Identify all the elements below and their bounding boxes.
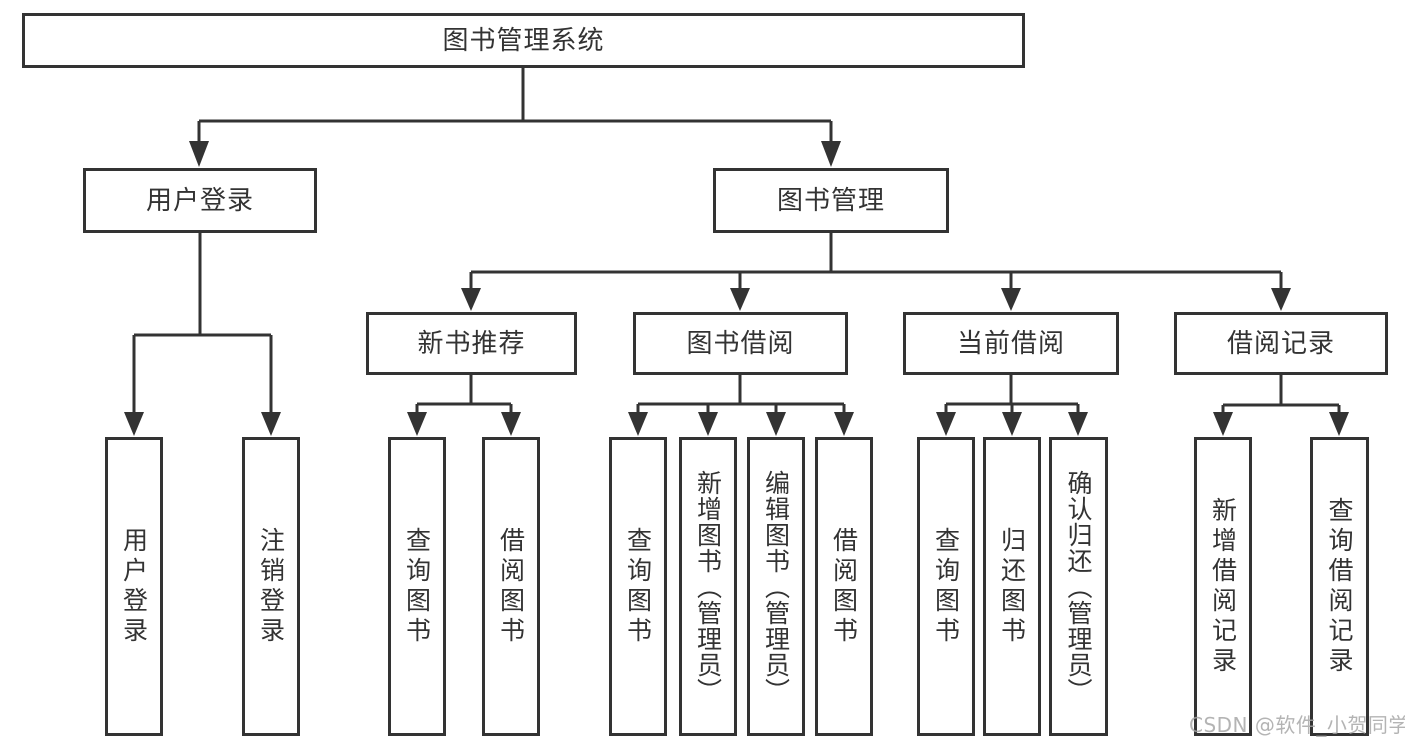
arrowheads-group [124, 141, 1349, 436]
node-new-book-recommend: 新书推荐 [366, 312, 577, 375]
node-book-management: 图书管理 [713, 168, 949, 233]
leaf-add-book-admin: 新增图书（管理员） [679, 437, 737, 736]
node-borrow-records: 借阅记录 [1174, 312, 1388, 375]
leaf-add-borrow-record: 新增借阅记录 [1194, 437, 1252, 736]
leaf-confirm-return-admin: 确认归还（管理员） [1049, 437, 1108, 736]
leaf-logout: 注销登录 [242, 437, 300, 736]
leaf-user-login: 用户登录 [105, 437, 163, 736]
leaf-edit-book-admin: 编辑图书（管理员） [747, 437, 805, 736]
leaf-query-books-current: 查询图书 [917, 437, 975, 736]
leaf-query-borrow-record: 查询借阅记录 [1310, 437, 1369, 736]
csdn-watermark: CSDN @软件_小贺同学 [1189, 713, 1405, 737]
leaf-borrow-books-2: 借阅图书 [815, 437, 873, 736]
leaf-borrow-books-recommend: 借阅图书 [482, 437, 540, 736]
leaf-query-books-recommend: 查询图书 [388, 437, 446, 736]
node-book-borrow: 图书借阅 [633, 312, 848, 375]
node-current-borrow: 当前借阅 [903, 312, 1119, 375]
node-root: 图书管理系统 [22, 13, 1025, 68]
lines-group [132, 68, 1341, 414]
leaf-return-book: 归还图书 [983, 437, 1041, 736]
leaf-query-books-borrow: 查询图书 [609, 437, 667, 736]
node-user-login: 用户登录 [83, 168, 317, 233]
